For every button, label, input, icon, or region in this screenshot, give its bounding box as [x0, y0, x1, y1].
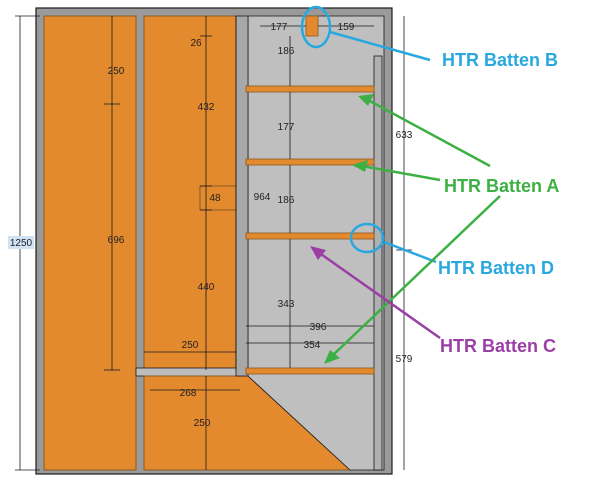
shelf-2: [245, 158, 375, 166]
dim-bottom-height: 250: [194, 418, 211, 429]
vertical-stile: [235, 15, 249, 377]
dim-left-top: 250: [108, 66, 125, 77]
dim-354: 354: [304, 340, 321, 351]
dim-right-upper: 633: [396, 130, 413, 141]
left-panel: [43, 15, 137, 471]
dim-bottom-width: 268: [180, 388, 197, 399]
dim-center-upper: 432: [198, 102, 215, 113]
dim-shelf1-height: 186: [278, 46, 295, 57]
dim-center-block: 48: [209, 193, 221, 204]
dim-shelf3-height: 186: [278, 195, 295, 206]
dim-396: 396: [310, 322, 327, 333]
dim-center-top-gap: 26: [190, 38, 202, 49]
shelf-1: [245, 85, 375, 93]
label-batten-d: HTR Batten D: [438, 258, 554, 278]
label-batten-a: HTR Batten A: [444, 176, 559, 196]
batten-d-arrow: [383, 240, 437, 264]
dim-left-mid: 696: [108, 235, 125, 246]
batten-a-arrows: [324, 94, 501, 364]
dim-overall-height: 1250: [10, 238, 33, 249]
batten-b-circle: [300, 5, 332, 49]
shelf-4: [245, 367, 375, 375]
dim-lower-cavity: 343: [278, 299, 295, 310]
label-batten-c: HTR Batten C: [440, 336, 556, 356]
dim-top-left-width: 177: [271, 22, 288, 33]
dim-right-lower: 579: [396, 354, 413, 365]
bottom-rail: [135, 367, 249, 377]
dim-964: 964: [254, 192, 271, 203]
overall-label-bg: [8, 236, 34, 249]
batten-c-arrow: [310, 246, 441, 340]
dim-shelf2-height: 177: [278, 122, 295, 133]
batten-b: [305, 15, 319, 37]
batten-d-circle: [349, 222, 385, 254]
dim-top-right-width: 159: [338, 22, 355, 33]
batten-b-arrow: [329, 30, 431, 62]
shelf-3: [245, 232, 375, 240]
dim-center-width: 250: [182, 340, 199, 351]
right-rail: [373, 55, 383, 471]
dim-center-lower: 440: [198, 282, 215, 293]
label-batten-b: HTR Batten B: [442, 50, 558, 70]
